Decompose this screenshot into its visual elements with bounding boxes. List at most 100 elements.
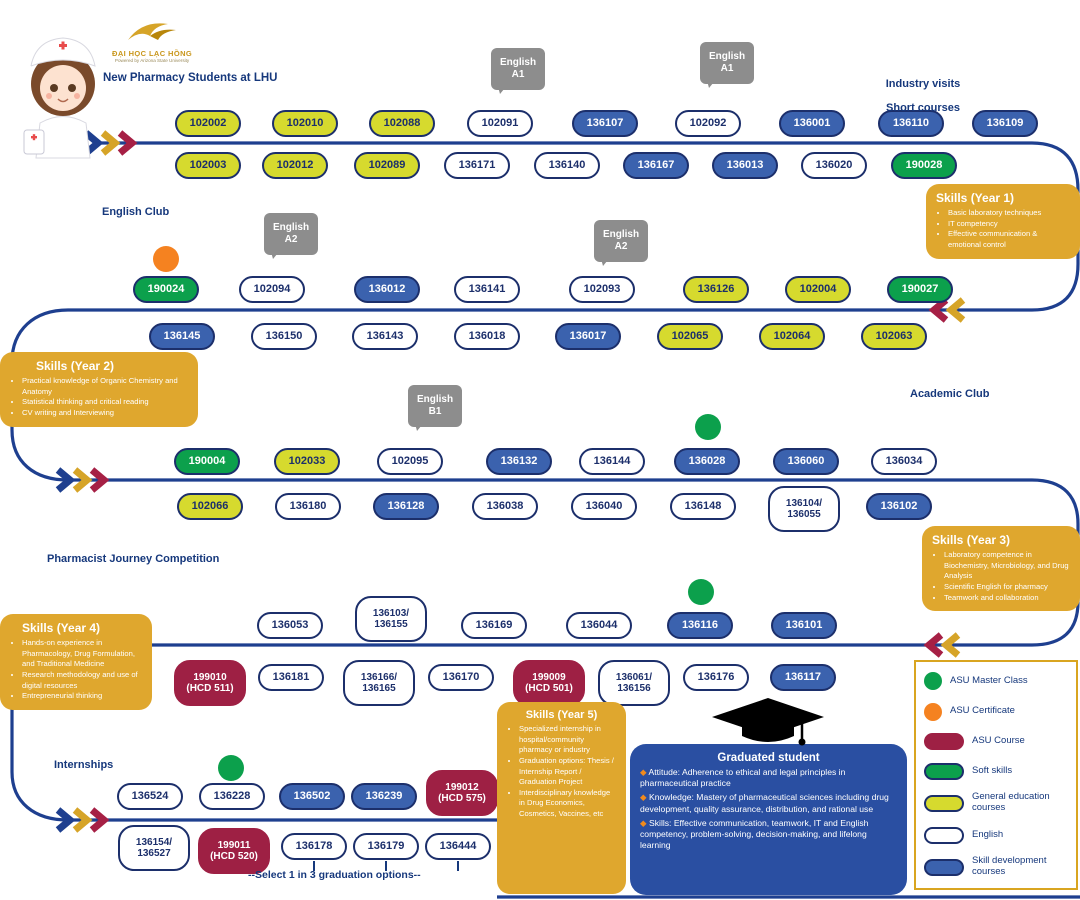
- course-pill: 102010: [272, 110, 338, 137]
- course-pill: 102012: [262, 152, 328, 179]
- asu-masterclass-swatch-icon: [924, 672, 942, 690]
- course-pill: 136013: [712, 152, 778, 179]
- course-pill: 136102: [866, 493, 932, 520]
- course-pill: 136044: [566, 612, 632, 639]
- course-pill: 136110: [878, 110, 944, 137]
- university-logo: ĐẠI HỌC LẠC HỒNG Powered by Arizona Stat…: [112, 18, 192, 63]
- course-pill: 136140: [534, 152, 600, 179]
- logo-bird-icon: [128, 23, 177, 40]
- legend-item: Soft skills: [924, 762, 1068, 780]
- course-pill: 199012 (HCD 575): [426, 770, 498, 816]
- academic-club-label: Academic Club: [910, 388, 990, 400]
- course-pill: 199011 (HCD 520): [198, 828, 270, 874]
- course-pill: 136176: [683, 664, 749, 691]
- course-pill: 199010 (HCD 511): [174, 660, 246, 706]
- course-pill: 136126: [683, 276, 749, 303]
- course-pill: 136148: [670, 493, 736, 520]
- course-pill: 102004: [785, 276, 851, 303]
- asu-certificate-swatch-icon: [924, 702, 942, 721]
- course-pill: 136145: [149, 323, 215, 350]
- course-pill: 136053: [257, 612, 323, 639]
- skills-list: Hands-on experience in Pharmacology, Dru…: [10, 638, 142, 702]
- course-pill: 136144: [579, 448, 645, 475]
- course-pill: 136001: [779, 110, 845, 137]
- pharmacist-mascot: [23, 37, 96, 159]
- legend: ASU Master Class ASU Certificate ASU Cou…: [914, 660, 1078, 890]
- skills-title: Skills (Year 1): [936, 191, 1015, 205]
- skills-year3-callout: Skills (Year 3) Laboratory competence in…: [922, 526, 1080, 612]
- course-pill: 136239: [351, 783, 417, 810]
- course-pill: 136178: [281, 833, 347, 860]
- asu-course-swatch-icon: [924, 733, 964, 751]
- industry-label: Industry visits: [885, 78, 961, 90]
- course-pill: 136109: [972, 110, 1038, 137]
- skills-title: Skills (Year 5): [525, 709, 598, 721]
- course-pill: 102003: [175, 152, 241, 179]
- course-pill: 102065: [657, 323, 723, 350]
- skills-list: Specialized internship in hospital/commu…: [507, 724, 616, 820]
- legend-item: ASU Certificate: [924, 702, 1068, 721]
- course-pill: 136150: [251, 323, 317, 350]
- course-pill: 190024: [133, 276, 199, 303]
- course-pill: 102002: [175, 110, 241, 137]
- english-club-label: English Club: [102, 206, 170, 218]
- course-pill: 136020: [801, 152, 867, 179]
- option-connector: [385, 861, 387, 871]
- course-pill: 136169: [461, 612, 527, 639]
- course-pill: 102089: [354, 152, 420, 179]
- course-pill: 102091: [467, 110, 533, 137]
- course-pill: 102095: [377, 448, 443, 475]
- course-pill: 199009 (HCD 501): [513, 660, 585, 706]
- course-pill: 136018: [454, 323, 520, 350]
- course-pill: 136166/ 136165: [343, 660, 415, 706]
- option-connector: [457, 861, 459, 871]
- graduated-student-panel: Graduated student Attitude: Adherence to…: [630, 744, 907, 895]
- course-pill: 136167: [623, 152, 689, 179]
- course-pill: 190027: [887, 276, 953, 303]
- skills-year2-callout: Skills (Year 2) Practical knowledge of O…: [0, 352, 198, 427]
- course-pill: 136104/ 136055: [768, 486, 840, 532]
- skills-list: Basic laboratory techniques IT competenc…: [936, 208, 1070, 251]
- english-b1-bubble: English B1: [408, 385, 462, 431]
- course-pill: 136012: [354, 276, 420, 303]
- course-pill: 136141: [454, 276, 520, 303]
- graduation-cap-icon: [712, 698, 824, 746]
- graduate-point: Skills: Effective communication, teamwor…: [640, 818, 897, 852]
- course-pill: 102092: [675, 110, 741, 137]
- english-a2-bubble: English A2: [264, 213, 318, 259]
- legend-item: Skill development courses: [924, 855, 1068, 878]
- soft-skills-swatch-icon: [924, 762, 964, 780]
- course-pill: 136117: [770, 664, 836, 691]
- legend-item: General education courses: [924, 791, 1068, 814]
- course-pill: 136107: [572, 110, 638, 137]
- course-pill: 136171: [444, 152, 510, 179]
- course-pill: 102094: [239, 276, 305, 303]
- english-swatch-icon: [924, 826, 964, 844]
- course-pill: 136060: [773, 448, 839, 475]
- logo-title: ĐẠI HỌC LẠC HỒNG: [112, 49, 193, 58]
- course-pill: 136038: [472, 493, 538, 520]
- internships-label: Internships: [54, 759, 114, 771]
- course-pill: 136180: [275, 493, 341, 520]
- asu-certificate-dot: [153, 246, 179, 272]
- course-pill: 102066: [177, 493, 243, 520]
- skills-list: Laboratory competence in Biochemistry, M…: [932, 550, 1070, 603]
- course-pill: 136154/ 136527: [118, 825, 190, 871]
- course-pill: 136103/ 136155: [355, 596, 427, 642]
- course-pill: 102063: [861, 323, 927, 350]
- course-pill: 102064: [759, 323, 825, 350]
- start-label: New Pharmacy Students at LHU: [103, 72, 278, 84]
- pharmacist-journey-label: Pharmacist Journey Competition: [47, 553, 220, 565]
- course-pill: 136017: [555, 323, 621, 350]
- legend-item: ASU Course: [924, 733, 1068, 751]
- skills-list: Practical knowledge of Organic Chemistry…: [10, 376, 188, 419]
- course-pill: 190004: [174, 448, 240, 475]
- english-a2-bubble: English A2: [594, 220, 648, 266]
- asu-masterclass-dot: [695, 414, 721, 440]
- logo-subtitle: Powered by Arizona State University: [114, 58, 190, 63]
- english-a1-bubble: English A1: [491, 48, 545, 94]
- course-pill: 136061/ 136156: [598, 660, 670, 706]
- skills-title: Skills (Year 3): [932, 533, 1011, 547]
- course-pill: 136228: [199, 783, 265, 810]
- course-pill: 190028: [891, 152, 957, 179]
